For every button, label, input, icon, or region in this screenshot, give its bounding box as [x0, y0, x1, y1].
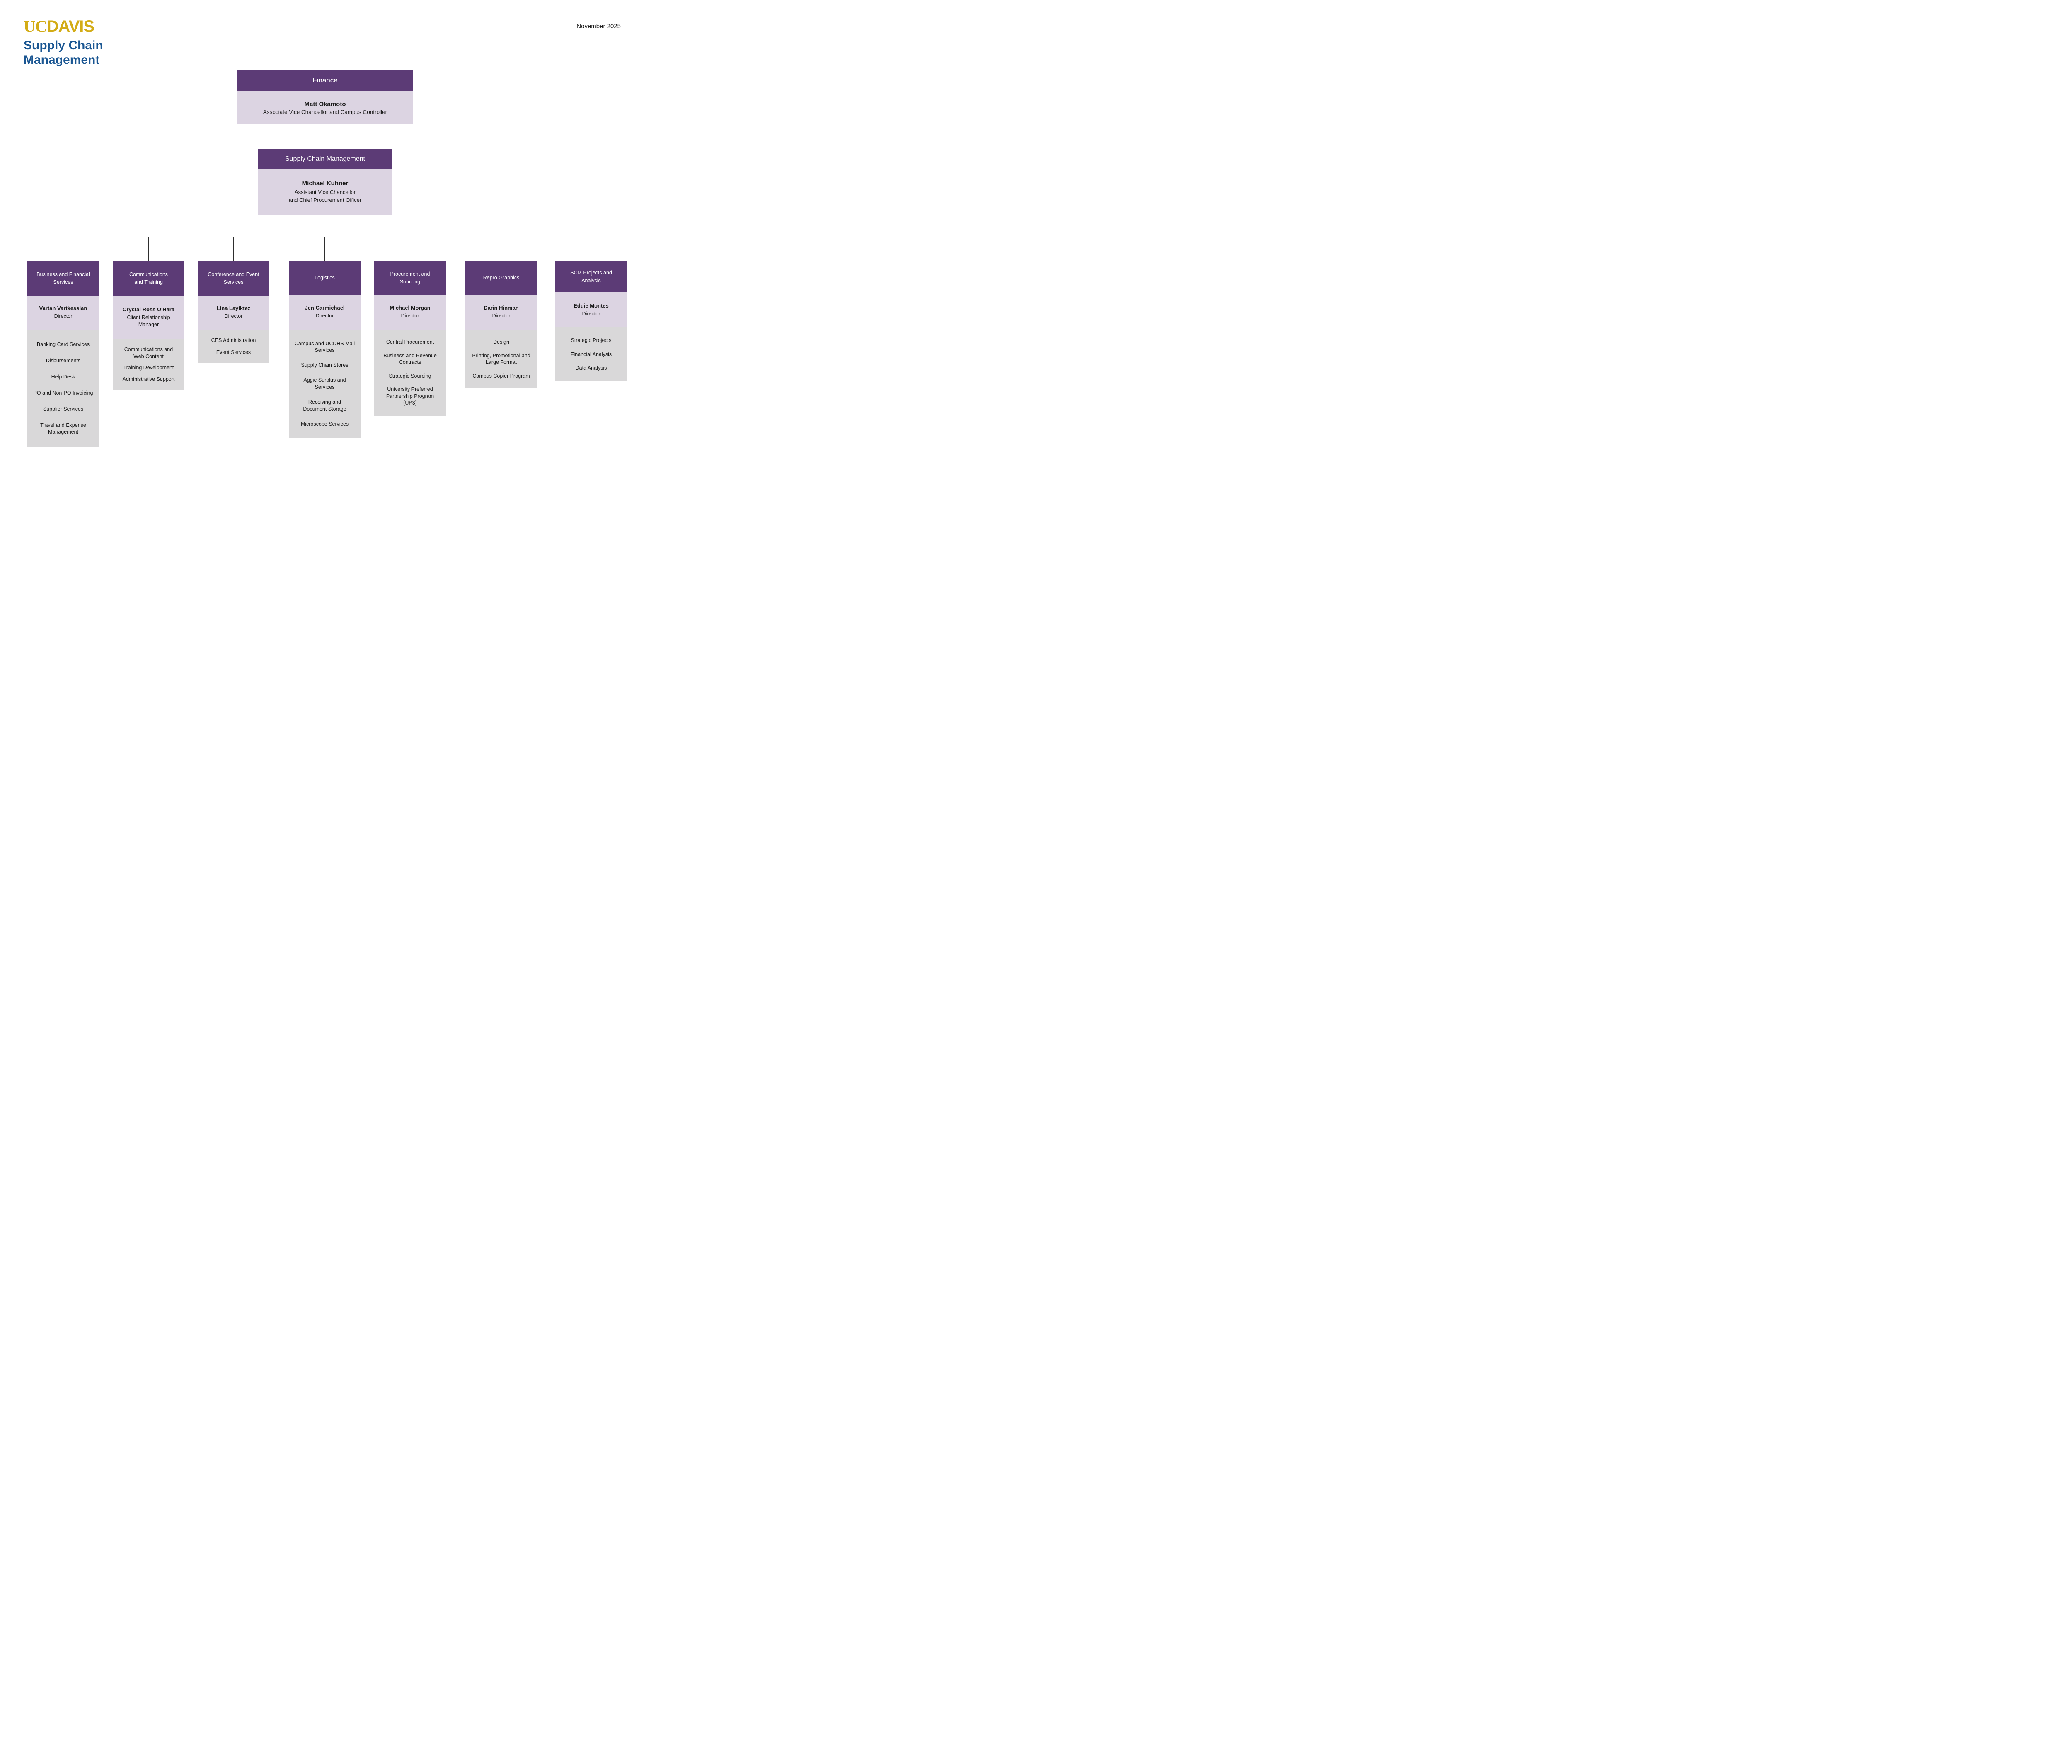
unit-item: CES Administration [211, 337, 256, 344]
director-title: Client Relationship Manager [127, 315, 170, 327]
unit-item: Financial Analysis [570, 351, 612, 357]
logo-uc-text: UC [24, 17, 47, 36]
unit-item: Central Procurement [386, 339, 434, 345]
logo-davis-text: DAVIS [46, 17, 94, 36]
person-title: Associate Vice Chancellor and Campus Con… [263, 109, 387, 115]
unit-item: Travel and Expense Management [40, 422, 86, 435]
connector-line [233, 237, 234, 261]
director-title: Director [224, 313, 243, 319]
unit-item: Supplier Services [43, 406, 84, 412]
unit-item: Strategic Projects [571, 337, 612, 344]
director-name: Darin Hinman [484, 305, 519, 311]
dept-header: Conference and Event Services [198, 261, 269, 296]
date-label: November 2025 [576, 23, 621, 30]
dept-card-communications-training: Communications and Training Crystal Ross… [113, 261, 184, 390]
dept-card-business-financial: Business and Financial Services Vartan V… [27, 261, 99, 447]
director-name: Eddie Montes [574, 302, 609, 309]
person-title: Assistant Vice Chancellor and Chief Proc… [288, 189, 362, 203]
finance-header: Finance [237, 70, 413, 91]
connector-line [148, 237, 149, 261]
unit-item: Training Development [123, 365, 174, 371]
director-title: Director [582, 310, 600, 317]
ucdavis-logo: UCDAVIS [24, 18, 103, 35]
director-title: Director [401, 313, 419, 319]
person-name: Matt Okamoto [304, 100, 346, 108]
dept-card-procurement-sourcing: Procurement and Sourcing Michael Morgan … [374, 261, 446, 416]
person-name: Michael Kuhner [302, 179, 349, 187]
unit-item: Campus Copier Program [472, 373, 530, 379]
director-title: Director [54, 313, 73, 319]
unit-item: Help Desk [51, 374, 75, 380]
unit-item: Communications and Web Content [124, 346, 173, 359]
unit-item: PO and Non-PO Invoicing [33, 390, 93, 396]
dept-header: Procurement and Sourcing [374, 261, 446, 295]
dept-person: Eddie Montes Director [555, 292, 627, 327]
dept-person: Jen Carmichael Director [289, 295, 361, 330]
unit-item: Printing, Promotional and Large Format [472, 352, 530, 366]
unit-item: Administrative Support [122, 376, 175, 382]
brand-block: UCDAVIS Supply Chain Management [24, 18, 103, 67]
dept-card-conference-event: Conference and Event Services Lina Layik… [198, 261, 269, 363]
director-name: Michael Morgan [390, 305, 431, 311]
unit-item: Disbursements [46, 358, 81, 364]
dept-header: Repro Graphics [465, 261, 537, 295]
unit-item: Receiving and Document Storage [303, 399, 346, 412]
dept-person: Darin Hinman Director [465, 295, 537, 330]
dept-person: Crystal Ross O'Hara Client Relationship … [113, 296, 184, 339]
unit-item: Event Services [216, 349, 251, 356]
director-name: Lina Layiktez [216, 305, 251, 312]
director-title: Director [492, 313, 511, 319]
dept-person: Lina Layiktez Director [198, 296, 269, 330]
connector-line [324, 237, 325, 261]
scm-head-header: Supply Chain Management [258, 149, 392, 169]
director-name: Jen Carmichael [305, 305, 345, 311]
unit-item: Banking Card Services [36, 342, 90, 348]
page-title: Supply Chain Management [24, 39, 103, 67]
unit-item: Campus and UCDHS Mail Services [294, 340, 355, 354]
dept-header: SCM Projects and Analysis [555, 261, 627, 292]
director-title: Director [315, 313, 334, 319]
dept-person: Vartan Vartkessian Director [27, 296, 99, 330]
finance-person: Matt Okamoto Associate Vice Chancellor a… [237, 91, 413, 124]
unit-item: University Preferred Partnership Program… [386, 386, 434, 406]
unit-item: Aggie Surplus and Services [303, 377, 346, 390]
dept-card-scm-projects-analysis: SCM Projects and Analysis Eddie Montes D… [555, 261, 627, 381]
unit-item: Microscope Services [300, 421, 349, 427]
dept-header: Business and Financial Services [27, 261, 99, 296]
scm-head-person: Michael Kuhner Assistant Vice Chancellor… [258, 169, 392, 215]
unit-item: Supply Chain Stores [301, 362, 349, 368]
unit-item: Strategic Sourcing [389, 373, 431, 379]
dept-header: Communications and Training [113, 261, 184, 296]
dept-card-logistics: Logistics Jen Carmichael Director Campus… [289, 261, 361, 438]
dept-person: Michael Morgan Director [374, 295, 446, 330]
dept-header: Logistics [289, 261, 361, 295]
unit-item: Business and Revenue Contracts [383, 352, 437, 366]
org-chart-canvas: UCDAVIS Supply Chain Management November… [0, 0, 644, 493]
finance-card: Finance Matt Okamoto Associate Vice Chan… [237, 70, 413, 124]
director-name: Crystal Ross O'Hara [122, 306, 175, 313]
dept-card-repro-graphics: Repro Graphics Darin Hinman Director Des… [465, 261, 537, 388]
scm-head-card: Supply Chain Management Michael Kuhner A… [258, 149, 392, 215]
unit-item: Design [493, 339, 509, 345]
director-name: Vartan Vartkessian [39, 305, 87, 312]
unit-item: Data Analysis [575, 365, 607, 371]
